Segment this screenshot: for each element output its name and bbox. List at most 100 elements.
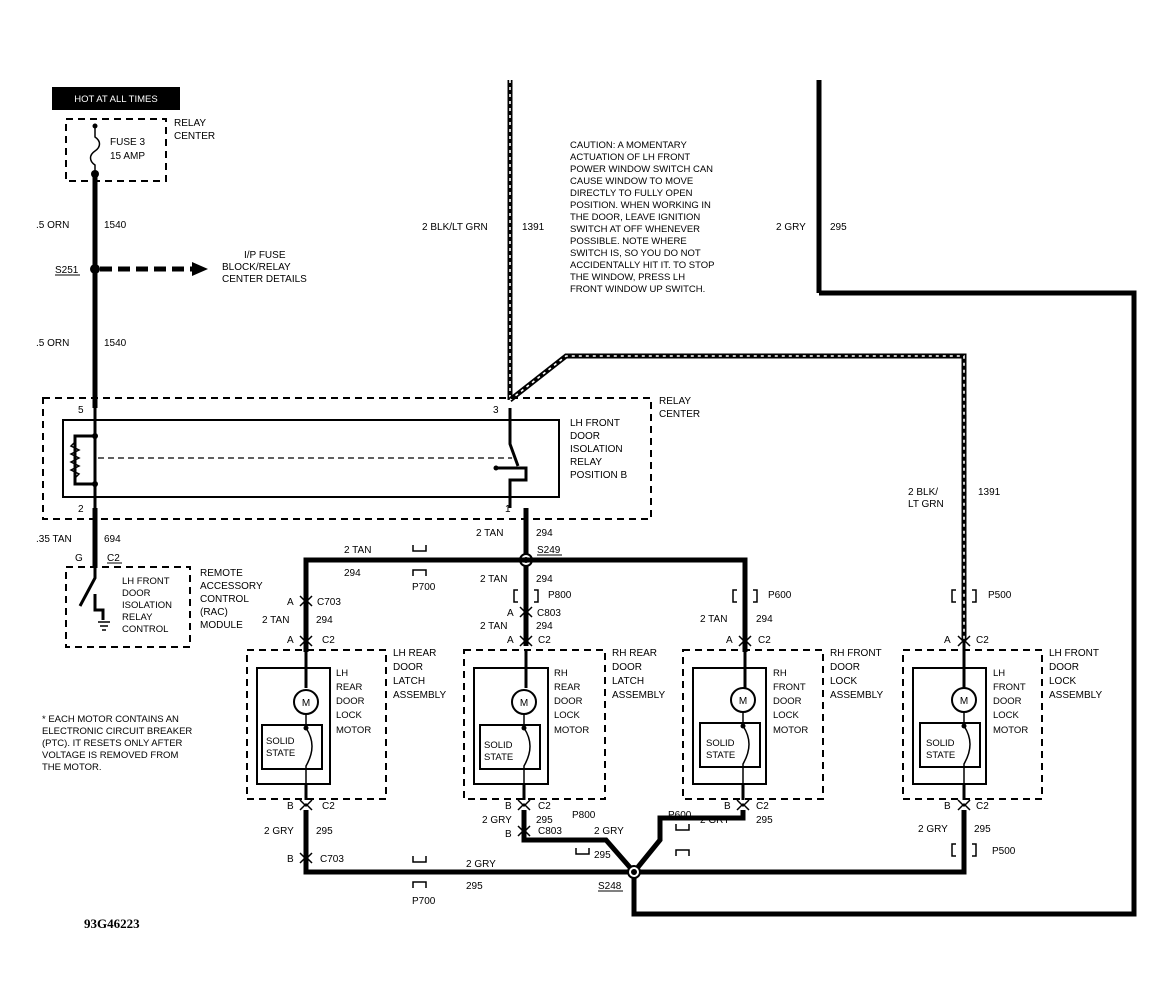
wire-1391-branch	[508, 353, 967, 640]
lh-front-solid-state-box	[919, 722, 981, 768]
rac-internal-label-4: RELAY	[122, 612, 153, 623]
diagram-id: 93G46223	[84, 916, 140, 931]
wire-2gry-rhr-label: 2 GRY	[482, 815, 512, 826]
c2-rhf-top-symbol	[738, 635, 752, 647]
lh-rear-label-1: LH REAR	[393, 648, 436, 659]
rh-rear-internal-1: RH	[554, 668, 568, 679]
rac-internal-label-2: DOOR	[122, 588, 151, 599]
ip-fuse-label-3: CENTER DETAILS	[222, 274, 307, 285]
pin-1-label: 1	[505, 504, 511, 515]
hot-at-all-times-label: HOT AT ALL TIMES	[74, 94, 157, 105]
circuit-295-mid-label: 295	[594, 850, 611, 861]
wire-2tan-c-label: 2 TAN	[480, 574, 507, 585]
wire-2tan-rhr-label: 2 TAN	[480, 621, 507, 632]
rh-front-solid-label: SOLID	[706, 738, 735, 749]
caution-line-6: POSITION. WHEN WORKING IN	[570, 200, 711, 211]
rh-rear-internal-2: REAR	[554, 682, 581, 693]
pin-b-lhf-label: B	[944, 801, 951, 812]
circuit-295-top-label: 295	[830, 222, 847, 233]
pin-b-rhf-label: B	[724, 801, 731, 812]
circuit-294-lhr-label: 294	[316, 615, 333, 626]
wire-blk-grn-top-label: 2 BLK/LT GRN	[422, 222, 488, 233]
pin-a-lhr-label: A	[287, 635, 294, 646]
conn-c2-rac-label: C2	[107, 553, 120, 564]
conn-c2-lhr-top-label: C2	[322, 635, 335, 646]
lh-front-door-lock-assembly: M SOLID STATE LH FRONT DOOR LOCK MOTOR L…	[902, 640, 1102, 800]
lh-front-internal-5: MOTOR	[993, 725, 1028, 736]
c2-rhr-top-symbol	[519, 635, 533, 647]
circuit-1540-label-b: 1540	[104, 338, 127, 349]
splice-s248-core	[631, 869, 637, 875]
rh-front-motor-frame	[692, 667, 767, 785]
lh-front-state-label: STATE	[926, 750, 955, 761]
rh-rear-motor-frame	[473, 667, 549, 785]
wire-2tan-rhf-label: 2 TAN	[700, 614, 727, 625]
circuit-294-c-label: 294	[536, 574, 553, 585]
splice-s251-dot	[90, 264, 100, 274]
rh-rear-label-1: RH REAR	[612, 648, 657, 659]
conn-p700-bot-label: P700	[412, 896, 436, 907]
rh-rear-label-4: ASSEMBLY	[612, 690, 665, 701]
rac-module-box	[65, 566, 191, 648]
fuse-top-terminal	[92, 123, 98, 129]
rac-internal-switch	[78, 568, 105, 620]
lh-rear-label-3: LATCH	[393, 676, 425, 687]
lh-rear-motor-m: M	[302, 698, 310, 709]
wire-blk-grn-mid-label-1: 2 BLK/	[908, 487, 938, 498]
lh-rear-label-2: DOOR	[393, 662, 423, 673]
pin-a-c803-label: A	[507, 608, 514, 619]
wire-blk-grn-mid-label-2: LT GRN	[908, 499, 944, 510]
circuit-1540-label-a: 1540	[104, 220, 127, 231]
splice-s249-label: S249	[537, 545, 561, 556]
c703-bot-symbol	[299, 852, 313, 864]
lh-front-motor-frame	[912, 667, 987, 785]
c803-bot-symbol	[517, 825, 531, 837]
pin-g-label: G	[75, 553, 83, 564]
caution-line-1: CAUTION: A MOMENTARY	[570, 140, 687, 151]
wire-295-rhr	[521, 810, 636, 874]
conn-p600-top-label: P600	[768, 590, 792, 601]
p500-top-symbol	[951, 589, 977, 603]
lh-front-label-1: LH FRONT	[1049, 648, 1099, 659]
p600-bot-symbol-1	[675, 824, 690, 831]
lh-rear-internal-3: DOOR	[336, 696, 365, 707]
rac-label-4: (RAC)	[200, 607, 228, 618]
conn-p800-bot-label: P800	[572, 810, 596, 821]
wire-35-tan-label: .35 TAN	[36, 534, 72, 545]
c2-lhr-top-symbol	[299, 635, 313, 647]
rh-rear-state-label: STATE	[484, 752, 513, 763]
footnote-line-3: (PTC). IT RESETS ONLY AFTER	[42, 738, 183, 749]
lh-rear-internal-5: MOTOR	[336, 725, 371, 736]
c2-rhr-bot-symbol	[517, 799, 531, 811]
p700-bot-symbol-1	[412, 856, 427, 863]
caution-line-11: ACCIDENTALLY HIT IT. TO STOP	[570, 260, 714, 271]
pin-a-rhr-label: A	[507, 635, 514, 646]
wire-295-return	[631, 290, 1137, 917]
fuse-15-amp-label: 15 AMP	[110, 151, 145, 162]
circuit-294-a-label: 294	[536, 528, 553, 539]
footnote-line-5: THE MOTOR.	[42, 762, 101, 773]
coil-node-bottom	[92, 481, 98, 487]
lh-front-internal-2: FRONT	[993, 682, 1026, 693]
fuse-3-label: FUSE 3	[110, 137, 145, 148]
isolation-relay-label-5: POSITION B	[570, 470, 628, 481]
lh-rear-internal-1: LH	[336, 668, 348, 679]
rac-label-5: MODULE	[200, 620, 243, 631]
wire-2gry-lhr-label: 2 GRY	[264, 826, 294, 837]
wire-2gry-bottom-label: 2 GRY	[466, 859, 496, 870]
isolation-relay-box	[62, 419, 560, 498]
relay-coil	[69, 441, 81, 479]
lh-rear-node	[303, 725, 309, 731]
footnote-line-2: ELECTRONIC CIRCUIT BREAKER	[42, 726, 192, 737]
caution-line-3: POWER WINDOW SWITCH CAN	[570, 164, 713, 175]
lh-front-motor-m: M	[960, 696, 968, 707]
caution-line-4: CAUSE WINDOW TO MOVE	[570, 176, 693, 187]
caution-note: CAUTION: A MOMENTARY ACTUATION OF LH FRO…	[570, 140, 714, 295]
wire-gry-top-label: 2 GRY	[776, 222, 806, 233]
p700-bot-symbol-2	[412, 881, 427, 888]
circuit-294-rhf-label: 294	[756, 614, 773, 625]
conn-c2-lhr-bot-label: C2	[322, 801, 335, 812]
footnote-line-4: VOLTAGE IS REMOVED FROM	[42, 750, 178, 761]
rh-rear-motor-m: M	[520, 698, 528, 709]
